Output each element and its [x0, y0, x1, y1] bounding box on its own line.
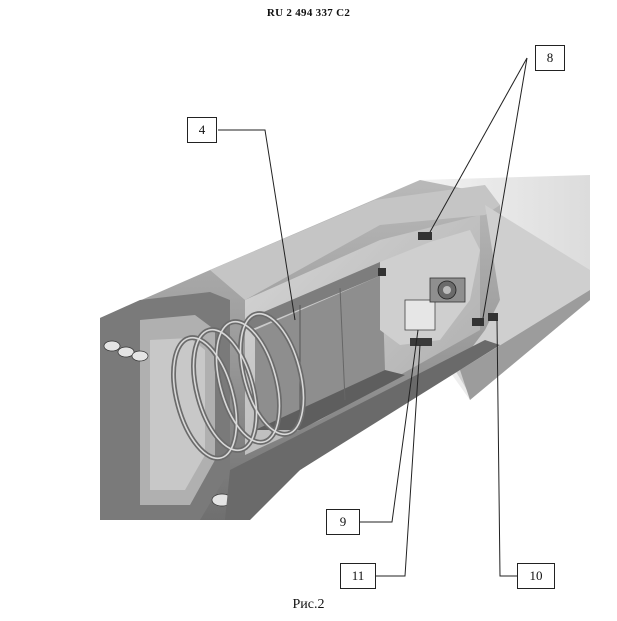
callout-8: 8: [535, 45, 565, 71]
chamber-back: [255, 275, 385, 430]
callout-9: 9: [326, 509, 360, 535]
chamber-top-wall: [245, 262, 382, 330]
figure-caption: Рис.2: [292, 597, 325, 612]
patent-number-header: RU 2 494 337 C2: [266, 7, 351, 19]
shell-top-bevel: [210, 185, 500, 300]
callout-10: 10: [517, 563, 555, 589]
callout-11: 11: [340, 563, 376, 589]
left-cap-bore: [150, 338, 205, 490]
leader-lines: [218, 57, 528, 577]
nose-shadow: [460, 290, 590, 400]
callout-4: 4: [187, 117, 217, 143]
chamber-floor: [255, 370, 405, 430]
shell-bottom-edge: [225, 340, 500, 520]
